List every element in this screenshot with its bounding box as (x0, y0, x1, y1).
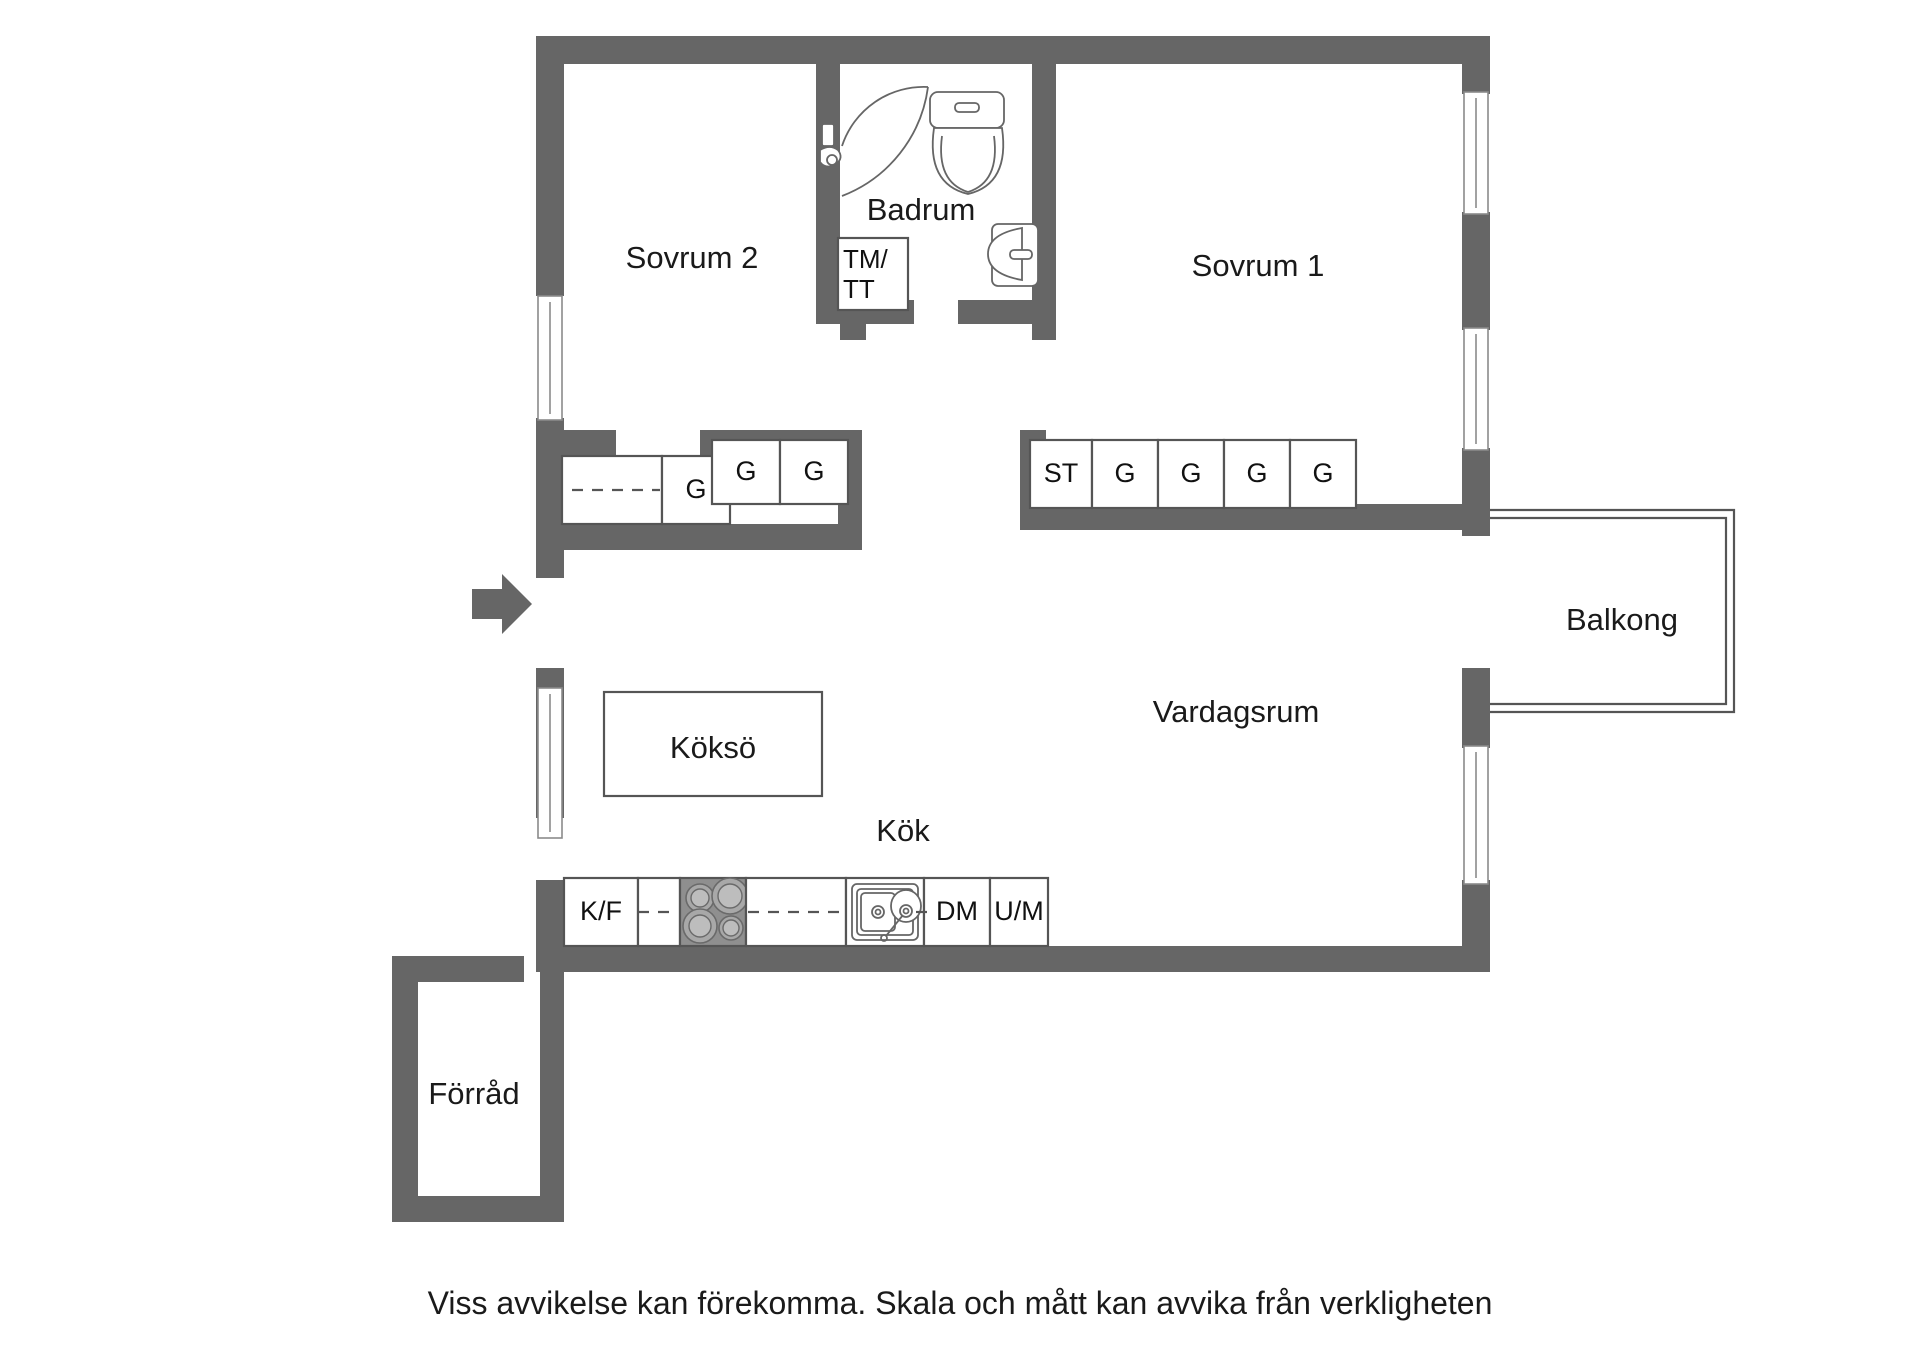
label-kok: Kök (876, 813, 930, 848)
disclaimer-caption: Viss avvikelse kan förekomma. Skala och … (427, 1285, 1493, 1321)
sovrum1-closet-3 (1222, 438, 1292, 510)
sovrum1-closet-labels: ST G G G G (1044, 458, 1334, 488)
label-tm-tt: TM/ TT (843, 244, 889, 304)
entrance-arrow-icon (472, 574, 532, 634)
label-badrum: Badrum (867, 192, 976, 227)
window-sovrum1-right-lower (1463, 327, 1489, 451)
sovrum1-closet-1 (1090, 438, 1160, 510)
wall-left-sovrum2-upper (536, 36, 564, 296)
room-labels: Sovrum 2 Sovrum 1 Badrum Vardagsrum Kök … (428, 192, 1678, 1111)
wall-right-vardag-1 (1462, 668, 1490, 748)
sovrum2-closet-1 (710, 438, 782, 506)
wall-forrad-left (392, 956, 418, 1222)
window-kok-left (537, 687, 563, 839)
sovrum2-closet-label-0: G (685, 474, 706, 504)
um-unit (988, 876, 1050, 948)
wall-forrad-right (540, 956, 564, 1222)
bathroom-sink-icon (987, 223, 1039, 287)
label-um: U/M (994, 896, 1044, 926)
sovrum1-closets (1028, 438, 1358, 510)
wall-badrum-stub-down-right (1032, 300, 1056, 340)
wall-top-exterior (536, 36, 1490, 64)
window-sovrum1-right-upper (1463, 91, 1489, 215)
sovrum1-closet-label-4: G (1312, 458, 1333, 488)
wall-forrad-top-left (392, 956, 524, 982)
sovrum1-closet-label-1: G (1114, 458, 1135, 488)
sovrum1-closet-4 (1288, 438, 1358, 510)
wall-forrad-bottom (392, 1196, 564, 1222)
stove-icon (678, 876, 749, 948)
sovrum1-closet-label-2: G (1180, 458, 1201, 488)
sovrum2-closet-label-2: G (803, 456, 824, 486)
sovrum2-closet-labels: G G G (685, 456, 824, 504)
label-sovrum1: Sovrum 1 (1192, 248, 1325, 283)
kitchen-counter-run (562, 876, 1050, 948)
window-vardagsrum-right (1463, 745, 1489, 885)
kf-unit (562, 876, 640, 948)
sovrum2-closet-2 (778, 438, 850, 506)
label-koekso: Köksö (670, 730, 756, 765)
wall-badrum-left (816, 64, 840, 324)
wall-right-seg-2 (1462, 212, 1490, 330)
shower-icon (819, 86, 929, 197)
kitchen-island (602, 690, 824, 798)
balcony-outline (1490, 508, 1736, 714)
sovrum1-closet-label-0: ST (1044, 458, 1079, 488)
wall-sovrum2-bottom-outer (536, 524, 862, 550)
label-sovrum2: Sovrum 2 (626, 240, 759, 275)
label-vardagsrum: Vardagsrum (1153, 694, 1320, 729)
sovrum1-closet-label-3: G (1246, 458, 1267, 488)
window-sovrum2-left (537, 295, 563, 421)
label-tm-tt-line2: TT (843, 274, 875, 304)
wall-right-seg-1 (1462, 36, 1490, 94)
label-tm-tt-line1: TM/ (843, 244, 889, 274)
label-forrad: Förråd (428, 1076, 519, 1111)
wall-right-vardag-2 (1462, 880, 1490, 972)
walls-group (392, 36, 1490, 1222)
label-dm: DM (936, 896, 978, 926)
wall-bottom-kok (536, 946, 1466, 972)
kitchen-appliance-labels: K/F DM U/M (580, 896, 1044, 926)
label-kf: K/F (580, 896, 622, 926)
label-balkong: Balkong (1566, 602, 1678, 637)
wall-sovrum2-bottom-left (536, 430, 616, 456)
badrum-fixtures (819, 86, 1039, 312)
sovrum2-closets (560, 438, 850, 526)
dm-unit (922, 876, 992, 948)
toilet-icon (929, 91, 1005, 195)
sovrum2-closet-label-1: G (735, 456, 756, 486)
kitchen-sink-icon (844, 876, 926, 948)
tm-tt-box (836, 236, 910, 312)
windows-group (537, 91, 1489, 885)
